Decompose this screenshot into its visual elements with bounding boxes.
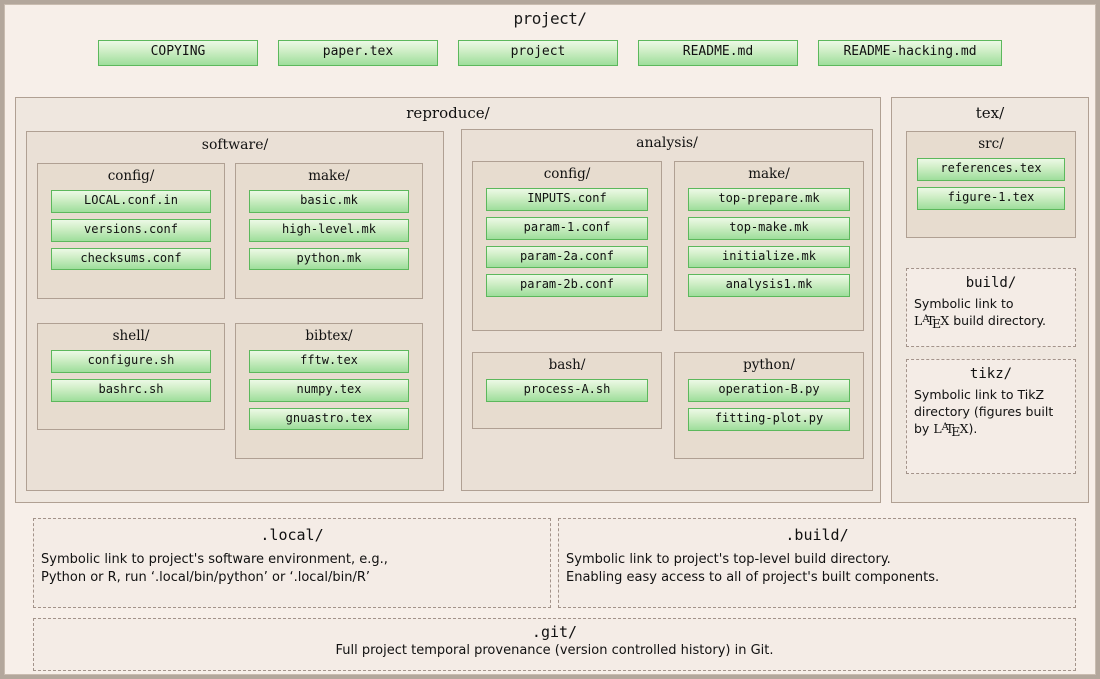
folder-tex-src-title: src/ [978, 136, 1004, 152]
file-chip-checksums-conf[interactable]: checksums.conf [51, 247, 211, 271]
file-chip-process-a-sh[interactable]: process-A.sh [486, 379, 648, 402]
file-chip-analysis1-mk[interactable]: analysis1.mk [688, 274, 850, 298]
file-chip-top-prepare-mk[interactable]: top-prepare.mk [688, 188, 850, 211]
folder-tex-title: tex/ [975, 104, 1005, 122]
latex-logo-icon: LATEX [914, 312, 950, 331]
file-chip-param-1-conf[interactable]: param-1.conf [486, 216, 648, 240]
folder-software-bibtex[interactable]: bibtex/ fftw.tex numpy.tex gnuastro.tex [235, 323, 423, 459]
folder-analysis-bash[interactable]: bash/ process-A.sh [472, 352, 662, 429]
folder-software-bibtex-title: bibtex/ [305, 328, 353, 344]
folder-analysis-config-title: config/ [543, 166, 591, 182]
folder-software-config[interactable]: config/ LOCAL.conf.in versions.conf chec… [37, 163, 225, 299]
symlink-git-desc: Full project temporal provenance (versio… [335, 643, 774, 658]
file-chip-local-conf-in[interactable]: LOCAL.conf.in [51, 190, 211, 213]
symlink-tex-tikz[interactable]: tikz/ Symbolic link to TikZ directory (f… [906, 359, 1076, 474]
file-chip-gnuastro-tex[interactable]: gnuastro.tex [249, 407, 409, 431]
file-chip-param-2b-conf[interactable]: param-2b.conf [486, 274, 648, 298]
file-chip-references-tex[interactable]: references.tex [917, 158, 1065, 181]
file-chip-param-2a-conf[interactable]: param-2a.conf [486, 245, 648, 269]
file-chip-figure-1-tex[interactable]: figure-1.tex [917, 186, 1065, 210]
file-chip-fitting-plot-py[interactable]: fitting-plot.py [688, 407, 850, 431]
symlink-local-title: .local/ [260, 526, 324, 544]
symlink-git[interactable]: .git/ Full project temporal provenance (… [33, 618, 1076, 671]
file-chip-inputs-conf[interactable]: INPUTS.conf [486, 188, 648, 211]
folder-analysis-make[interactable]: make/ top-prepare.mk top-make.mk initial… [674, 161, 864, 331]
folder-software-make[interactable]: make/ basic.mk high-level.mk python.mk [235, 163, 423, 299]
folder-analysis-config[interactable]: config/ INPUTS.conf param-1.conf param-2… [472, 161, 662, 331]
file-chip-basic-mk[interactable]: basic.mk [249, 190, 409, 213]
symlink-git-title: .git/ [531, 623, 578, 641]
latex-logo-icon: LATEX [933, 420, 969, 439]
folder-analysis-title: analysis/ [636, 135, 698, 151]
file-chip-readme-md[interactable]: README.md [638, 40, 798, 66]
symlink-tex-build-title: build/ [965, 275, 1017, 291]
file-chip-bashrc-sh[interactable]: bashrc.sh [51, 378, 211, 402]
page-title: project/ [513, 9, 587, 28]
symlink-build-title: .build/ [785, 526, 849, 544]
folder-software-title: software/ [201, 137, 269, 153]
folder-analysis-python[interactable]: python/ operation-B.py fitting-plot.py [674, 352, 864, 459]
folder-software-make-title: make/ [308, 168, 350, 184]
toplevel-file-row: COPYING paper.tex project README.md READ… [5, 40, 1095, 66]
folder-software-shell[interactable]: shell/ configure.sh bashrc.sh [37, 323, 225, 430]
symlink-local[interactable]: .local/ Symbolic link to project's softw… [33, 518, 551, 608]
folder-analysis-python-title: python/ [743, 357, 795, 373]
file-chip-numpy-tex[interactable]: numpy.tex [249, 378, 409, 402]
file-chip-fftw-tex[interactable]: fftw.tex [249, 350, 409, 373]
file-chip-versions-conf[interactable]: versions.conf [51, 218, 211, 242]
symlink-local-desc: Symbolic link to project's software envi… [41, 552, 388, 585]
symlink-tex-tikz-desc: Symbolic link to TikZ directory (figures… [914, 387, 1054, 439]
file-chip-paper-tex[interactable]: paper.tex [278, 40, 438, 66]
symlink-tex-tikz-title: tikz/ [969, 366, 1013, 382]
symlink-build[interactable]: .build/ Symbolic link to project's top-l… [558, 518, 1076, 608]
project-root-frame: project/ COPYING paper.tex project READM… [4, 4, 1096, 675]
folder-software-config-title: config/ [107, 168, 155, 184]
file-chip-initialize-mk[interactable]: initialize.mk [688, 245, 850, 269]
symlink-build-desc: Symbolic link to project's top-level bui… [566, 552, 940, 585]
file-chip-configure-sh[interactable]: configure.sh [51, 350, 211, 373]
file-chip-readme-hacking-md[interactable]: README-hacking.md [818, 40, 1002, 66]
folder-analysis-make-title: make/ [748, 166, 790, 182]
file-chip-python-mk[interactable]: python.mk [249, 247, 409, 271]
folder-analysis[interactable]: analysis/ config/ INPUTS.conf param-1.co… [461, 129, 873, 491]
file-chip-top-make-mk[interactable]: top-make.mk [688, 216, 850, 240]
folder-reproduce-title: reproduce/ [406, 104, 490, 122]
file-chip-high-level-mk[interactable]: high-level.mk [249, 218, 409, 242]
folder-tex-src[interactable]: src/ references.tex figure-1.tex [906, 131, 1076, 238]
folder-tex[interactable]: tex/ src/ references.tex figure-1.tex bu… [891, 97, 1089, 503]
folder-software[interactable]: software/ config/ LOCAL.conf.in versions… [26, 131, 444, 491]
file-chip-operation-b-py[interactable]: operation-B.py [688, 379, 850, 402]
folder-reproduce[interactable]: reproduce/ software/ config/ LOCAL.conf.… [15, 97, 881, 503]
file-chip-copying[interactable]: COPYING [98, 40, 258, 66]
folder-software-shell-title: shell/ [112, 328, 150, 344]
folder-analysis-bash-title: bash/ [548, 357, 586, 373]
file-chip-project[interactable]: project [458, 40, 618, 66]
